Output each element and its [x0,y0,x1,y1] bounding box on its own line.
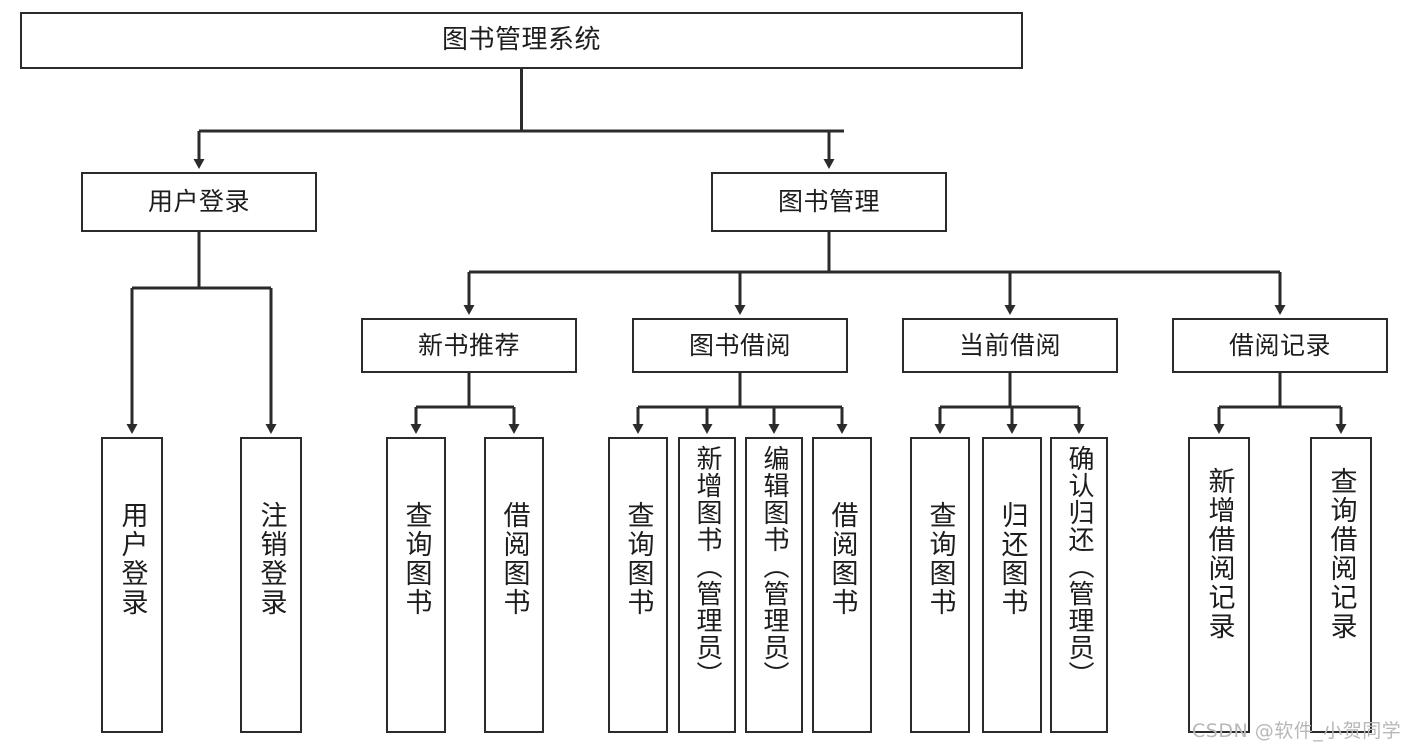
node-leaf-borrow-book-2-label: 借阅图书 [826,501,858,617]
node-leaf-borrow-book-1[interactable]: 借阅图书 [484,437,544,733]
node-leaf-edit-book[interactable]: 编辑图书（管理员） [745,437,803,733]
node-leaf-query-book-3-label: 查询图书 [924,501,956,617]
csdn-watermark: CSDN @软件_小贺同学 [1192,720,1402,742]
node-borrow-record-label: 借阅记录 [1228,330,1331,360]
node-current-borrow[interactable]: 当前借阅 [902,318,1118,373]
node-leaf-user-logout[interactable]: 注销登录 [240,437,302,733]
node-leaf-edit-book-label: 编辑图书（管理员） [759,445,789,688]
node-leaf-query-record-label: 查询借阅记录 [1325,467,1357,641]
node-leaf-add-record-label: 新增借阅记录 [1203,467,1235,641]
node-user-login[interactable]: 用户登录 [81,172,317,232]
node-leaf-user-logout-label: 注销登录 [255,501,287,617]
node-current-borrow-label: 当前借阅 [958,330,1061,360]
node-leaf-return-book[interactable]: 归还图书 [982,437,1042,733]
node-book-borrow-label: 图书借阅 [688,330,791,360]
node-leaf-confirm-return-label: 确认归还（管理员） [1064,445,1094,688]
node-leaf-user-login-label: 用户登录 [116,501,148,617]
node-leaf-borrow-book-2[interactable]: 借阅图书 [812,437,872,733]
node-new-book-rec[interactable]: 新书推荐 [361,318,577,373]
node-new-book-rec-label: 新书推荐 [417,330,520,360]
node-root-label: 图书管理系统 [441,25,601,56]
node-user-login-label: 用户登录 [147,187,250,217]
node-book-manage-label: 图书管理 [777,187,880,217]
node-leaf-confirm-return[interactable]: 确认归还（管理员） [1050,437,1108,733]
node-borrow-record[interactable]: 借阅记录 [1172,318,1388,373]
node-leaf-add-record[interactable]: 新增借阅记录 [1188,437,1250,733]
node-book-manage[interactable]: 图书管理 [711,172,947,232]
node-leaf-add-book-label: 新增图书（管理员） [692,445,722,688]
node-leaf-query-book-2[interactable]: 查询图书 [608,437,668,733]
node-book-borrow[interactable]: 图书借阅 [632,318,848,373]
node-leaf-user-login[interactable]: 用户登录 [101,437,163,733]
node-leaf-return-book-label: 归还图书 [996,501,1028,617]
node-leaf-query-record[interactable]: 查询借阅记录 [1310,437,1372,733]
node-root[interactable]: 图书管理系统 [20,12,1023,69]
node-leaf-add-book[interactable]: 新增图书（管理员） [678,437,736,733]
node-leaf-query-book-3[interactable]: 查询图书 [910,437,970,733]
node-leaf-query-book-1-label: 查询图书 [400,501,432,617]
node-leaf-query-book-2-label: 查询图书 [622,501,654,617]
node-leaf-query-book-1[interactable]: 查询图书 [386,437,446,733]
node-leaf-borrow-book-1-label: 借阅图书 [498,501,530,617]
